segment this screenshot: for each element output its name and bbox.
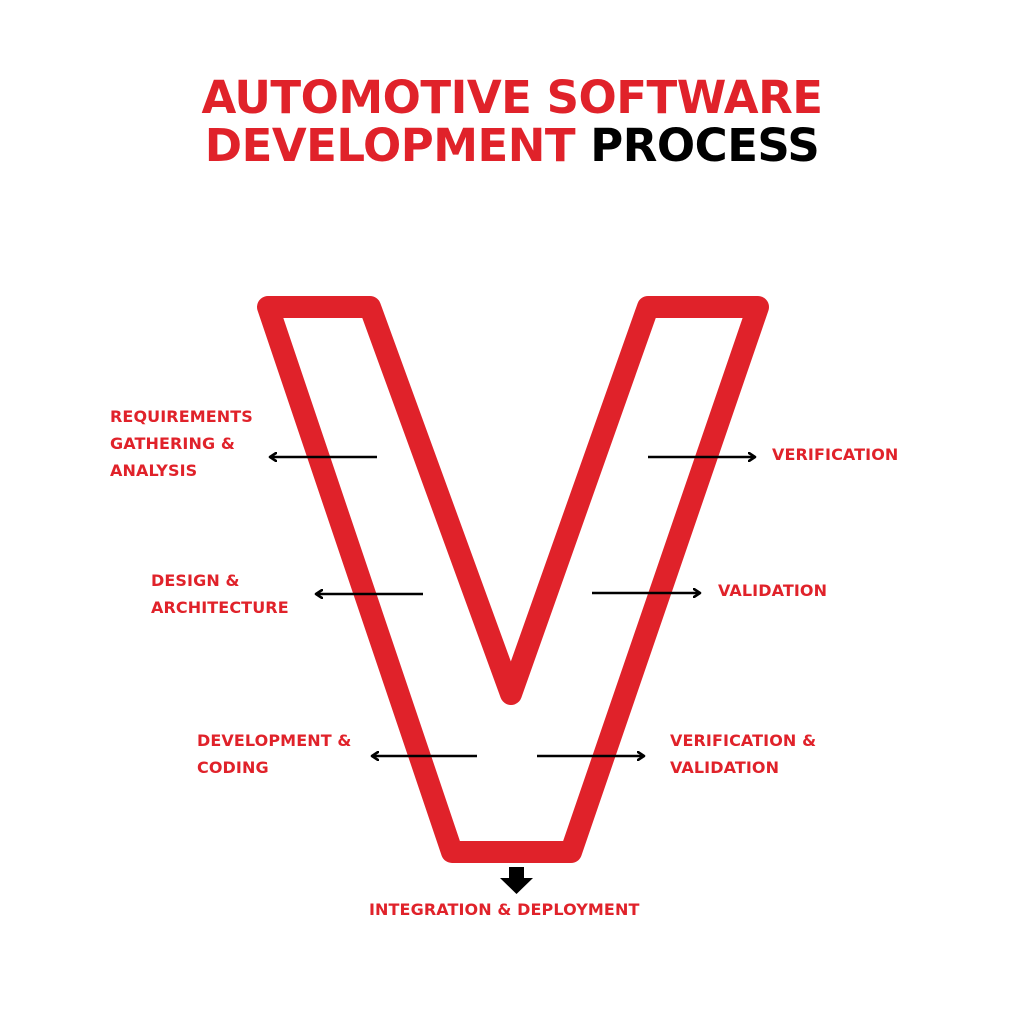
stage-label-design: DESIGN & ARCHITECTURE — [151, 567, 289, 621]
label-line: ARCHITECTURE — [151, 598, 289, 617]
stage-label-requirements: REQUIREMENTS GATHERING & ANALYSIS — [110, 403, 253, 484]
title-line-2: DEVELOPMENT PROCESS — [0, 122, 1024, 170]
label-line: VERIFICATION — [772, 445, 899, 464]
label-line: GATHERING & — [110, 434, 235, 453]
stage-label-verification-validation: VERIFICATION & VALIDATION — [670, 727, 816, 781]
arrow-down-icon — [500, 867, 533, 894]
stage-label-development: DEVELOPMENT & CODING — [197, 727, 351, 781]
label-line: INTEGRATION & DEPLOYMENT — [369, 900, 640, 919]
label-line: ANALYSIS — [110, 461, 198, 480]
label-line: VALIDATION — [718, 581, 828, 600]
stage-label-validation: VALIDATION — [718, 577, 827, 604]
stage-label-verification: VERIFICATION — [772, 441, 898, 468]
title-line-1: AUTOMOTIVE SOFTWARE — [0, 74, 1024, 122]
v-shape-outline — [257, 296, 769, 863]
title-red-part-2: DEVELOPMENT — [204, 119, 576, 172]
title-black-part: PROCESS — [590, 119, 820, 172]
label-line: DEVELOPMENT & — [197, 731, 352, 750]
label-line: VERIFICATION & — [670, 731, 817, 750]
title-red-part-1: AUTOMOTIVE SOFTWARE — [201, 71, 823, 124]
label-line: CODING — [197, 758, 269, 777]
label-line: DESIGN & — [151, 571, 240, 590]
stage-label-integration: INTEGRATION & DEPLOYMENT — [369, 896, 639, 923]
label-line: REQUIREMENTS — [110, 407, 253, 426]
label-line: VALIDATION — [670, 758, 780, 777]
page-title: AUTOMOTIVE SOFTWARE DEVELOPMENT PROCESS — [0, 74, 1024, 170]
